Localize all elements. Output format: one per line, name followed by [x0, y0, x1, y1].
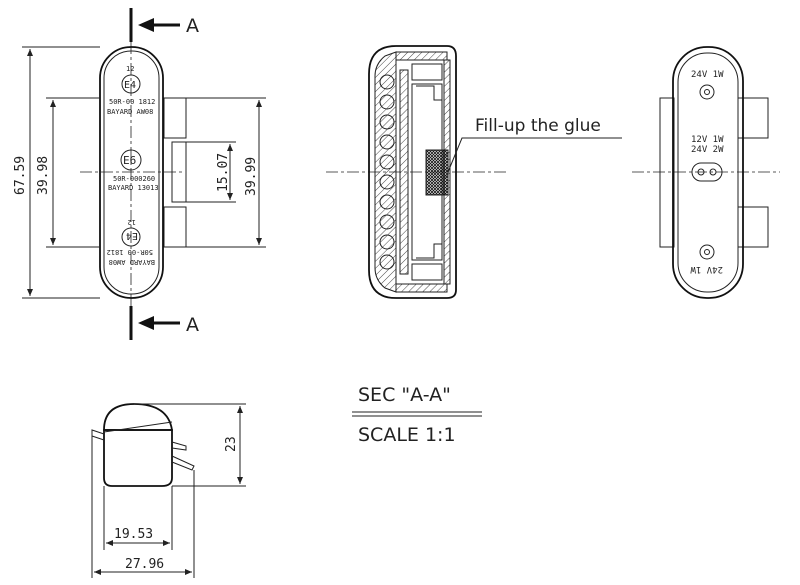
tab-upper	[163, 97, 187, 139]
rear-body-outline	[672, 46, 744, 299]
rear-label-top: 24V 1W	[691, 70, 724, 80]
bottom-marking-line2: 50R-00 1812	[107, 248, 153, 256]
section-pcb	[399, 69, 409, 275]
rear-label-bottom-group: 24V 1W	[690, 264, 723, 274]
dim-side-height: 23	[134, 403, 246, 487]
bottom-e-mark-circle	[121, 227, 141, 247]
front-view: A A 12 E4 50R-00 1812 BAYARD AW08 E6 50R…	[13, 8, 266, 340]
rear-terminal-top	[699, 84, 715, 100]
rear-view: 24V 1W 12V 1W 24V 2W 24V 1W	[632, 46, 780, 299]
rear-flange-left	[659, 97, 675, 248]
section-label-top: A	[186, 15, 199, 37]
dim-overall-height: 67.59	[13, 46, 100, 299]
rear-terminal-mid-pin-a	[697, 168, 705, 176]
tab-lower	[163, 206, 187, 248]
side-split-line	[103, 421, 173, 433]
section-title-block: SEC "A-A" SCALE 1:1	[352, 384, 482, 446]
bottom-marking-small: 12	[128, 218, 136, 226]
led-10	[379, 254, 395, 270]
rear-label-mid-line2: 24V 2W	[691, 145, 724, 155]
section-view: Fill-up the glue	[326, 45, 622, 299]
section-marker-top: A	[129, 8, 199, 42]
glue-fill-area	[425, 149, 449, 196]
rear-terminal-top-pin	[704, 89, 710, 95]
side-tab-right-upper	[171, 441, 187, 451]
rear-body-inner	[677, 52, 739, 293]
mid-marking-line1: 50R-000260	[113, 175, 155, 183]
top-e-mark: E4	[124, 80, 136, 91]
dim-center-label: 15.07	[216, 153, 231, 192]
section-title: SEC "A-A"	[358, 384, 451, 406]
section-lower-step	[416, 243, 442, 259]
led-4	[379, 134, 395, 150]
side-body	[103, 429, 173, 487]
bottom-e-mark: E4	[126, 230, 138, 241]
scale-label: SCALE 1:1	[358, 424, 456, 446]
dim-left-inner-label: 39.98	[36, 156, 51, 195]
side-view: 23 19.53 27.96	[91, 403, 246, 578]
lamp-body-outline	[99, 46, 164, 299]
led-2	[379, 94, 395, 110]
glue-leader	[447, 137, 622, 173]
section-label-bottom: A	[186, 314, 199, 336]
led-5	[379, 154, 395, 170]
glue-note: Fill-up the glue	[475, 116, 601, 136]
top-marking-small: 12	[126, 65, 134, 73]
dim-side-overall-width-label: 27.96	[125, 557, 164, 572]
bottom-marking-group: BAYARD AW08 50R-00 1812 E4 12	[107, 218, 155, 266]
dim-right-inner-label: 39.99	[244, 157, 259, 196]
rear-label-bottom: 24V 1W	[690, 264, 723, 274]
mid-e-mark-circle	[120, 149, 142, 171]
section-wall-bottom	[395, 283, 448, 293]
mid-marking-line2: BAYARD 13013	[108, 184, 159, 192]
rear-terminal-bottom-pin	[704, 249, 710, 255]
section-marker-bottom: A	[129, 306, 199, 340]
dim-side-inner-width-label: 19.53	[114, 527, 153, 542]
section-wall-top	[395, 51, 448, 61]
led-row	[379, 74, 395, 270]
rear-terminal-mid-pin-b	[709, 168, 717, 176]
dim-side-overall-width: 27.96	[91, 436, 195, 578]
tab-center	[171, 141, 187, 203]
dim-overall-height-label: 67.59	[13, 156, 28, 195]
bottom-marking-line1: BAYARD AW08	[109, 258, 155, 266]
led-6	[379, 174, 395, 190]
mid-e-mark: E6	[123, 154, 136, 167]
led-7	[379, 194, 395, 210]
top-e-mark-circle	[121, 74, 141, 94]
rear-terminal-mid	[691, 162, 723, 182]
dim-side-inner-width: 19.53	[103, 486, 173, 550]
top-marking-line1: 50R-00 1812	[109, 98, 155, 106]
led-3	[379, 114, 395, 130]
dim-center: 15.07	[186, 141, 236, 203]
led-8	[379, 214, 395, 230]
rear-terminal-bottom	[699, 244, 715, 260]
led-9	[379, 234, 395, 250]
dim-side-height-label: 23	[224, 436, 239, 452]
dim-right-inner: 39.99	[186, 97, 266, 248]
led-1	[379, 74, 395, 90]
section-housing-outer	[368, 45, 457, 299]
side-tab-right-lower	[171, 455, 195, 471]
lamp-body-inner	[103, 50, 160, 295]
section-upper-step	[416, 85, 442, 101]
top-marking-line2: BAYARD AW08	[107, 108, 153, 116]
section-lower-clip	[411, 263, 443, 281]
side-lens-dome	[103, 403, 174, 431]
rear-label-mid-line1: 12V 1W	[691, 135, 724, 145]
section-upper-clip	[411, 63, 443, 81]
section-wall-left	[374, 51, 397, 293]
dim-left-inner: 39.98	[36, 97, 100, 248]
side-tab-left	[91, 429, 105, 441]
